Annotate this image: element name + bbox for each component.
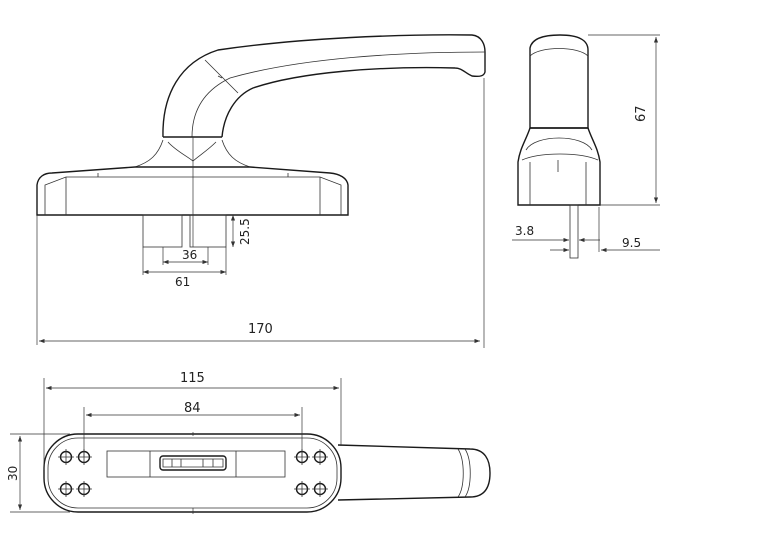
base-plate (36, 166, 349, 216)
side-view: 67 3.8 9.5 (512, 34, 660, 259)
spindle (569, 204, 579, 259)
dim-height: 67 (634, 105, 649, 122)
hole-centerline (294, 481, 310, 497)
screw-holes (58, 449, 328, 497)
hole-centerline (312, 481, 328, 497)
hole-centerline (58, 481, 74, 497)
dim-overall-length: 170 (248, 322, 273, 337)
dim-spindle-length: 25.5 (238, 218, 252, 245)
lever-handle (162, 34, 486, 138)
neck (134, 139, 251, 168)
dim-base-length: 115 (180, 371, 205, 386)
spindle-block-right (189, 214, 227, 248)
dim-spindle-outer: 61 (175, 275, 190, 289)
dim-spindle-thickness: 3.8 (515, 224, 534, 238)
dim-spindle-inner: 36 (182, 248, 197, 262)
hole-centerline (58, 449, 74, 465)
hole-centerline (312, 449, 328, 465)
base-plate-outline (43, 433, 342, 513)
front-view: 25.5 36 61 170 (36, 34, 486, 348)
hole-centerline (76, 481, 92, 497)
handle-top (529, 34, 589, 129)
slot (106, 450, 286, 478)
spindle-block-left (142, 214, 183, 248)
bottom-view: 115 84 30 (6, 371, 491, 514)
dim-hole-spacing: 84 (184, 401, 201, 416)
grip (159, 455, 227, 471)
dim-base-width: 30 (6, 466, 20, 481)
lever-bottom (337, 444, 491, 501)
dim-spindle-offset: 9.5 (622, 236, 641, 250)
